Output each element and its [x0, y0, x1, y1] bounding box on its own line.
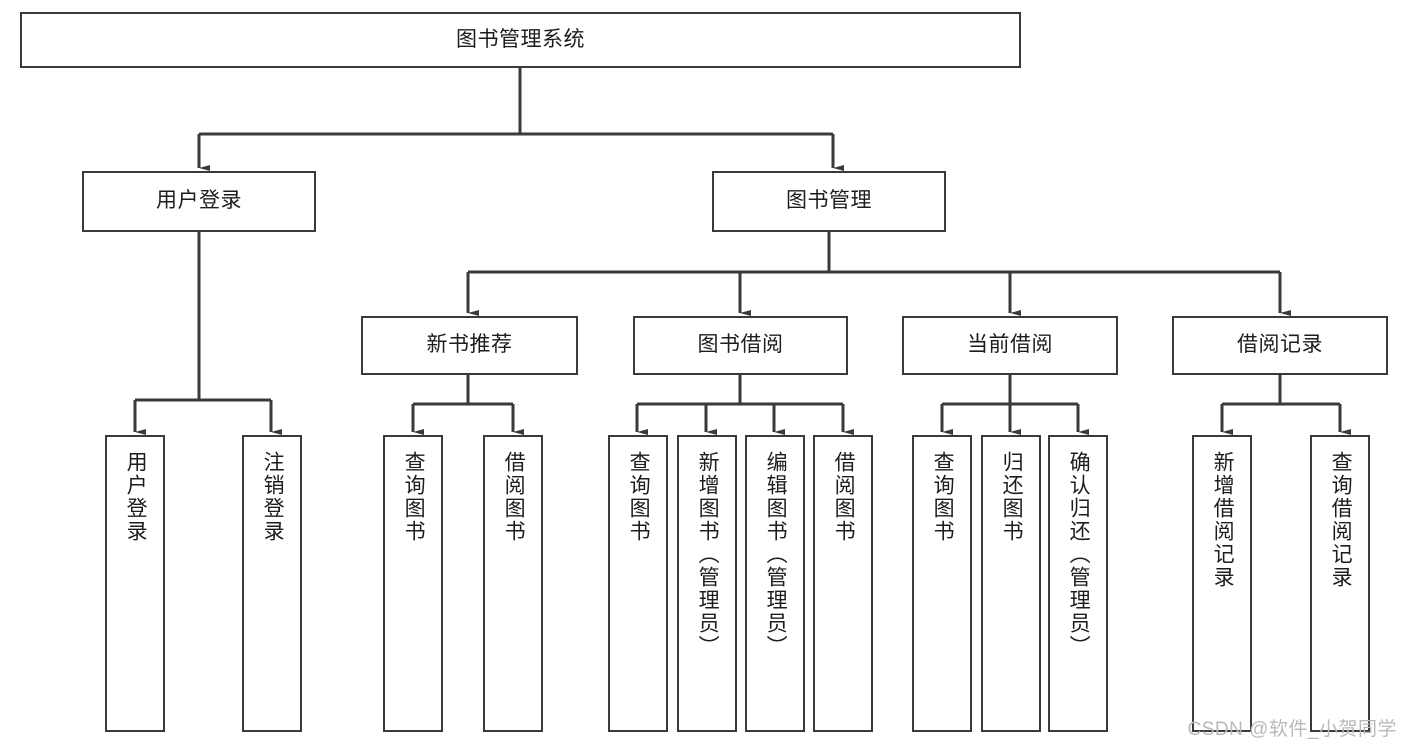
leaf-return-book[interactable]: 归还图书: [981, 435, 1041, 732]
node-label: 借阅图书: [832, 451, 856, 543]
node-label: 编辑图书（管理员）: [764, 451, 788, 658]
node-label: 新书推荐: [426, 333, 513, 357]
leaf-borrow-book[interactable]: 借阅图书: [813, 435, 873, 732]
leaf-query-borrow-record[interactable]: 查询借阅记录: [1310, 435, 1370, 732]
node-label: 用户登录: [124, 451, 148, 543]
leaf-confirm-return-admin[interactable]: 确认归还（管理员）: [1048, 435, 1108, 732]
node-label: 图书管理: [786, 189, 872, 213]
leaf-logout[interactable]: 注销登录: [242, 435, 302, 732]
node-label: 新增借阅记录: [1211, 451, 1235, 589]
node-label: 用户登录: [156, 189, 242, 213]
node-label: 查询借阅记录: [1329, 451, 1353, 589]
leaf-add-borrow-record[interactable]: 新增借阅记录: [1192, 435, 1252, 732]
watermark: CSDN @软件_小贺同学: [1187, 719, 1397, 740]
leaf-query-book-new[interactable]: 查询图书: [383, 435, 443, 732]
leaf-user-login[interactable]: 用户登录: [105, 435, 165, 732]
node-label: 借阅记录: [1237, 333, 1323, 357]
node-book-management[interactable]: 图书管理: [712, 171, 946, 232]
leaf-borrow-book-new[interactable]: 借阅图书: [483, 435, 543, 732]
node-label: 注销登录: [261, 451, 285, 543]
node-label: 查询图书: [627, 451, 651, 543]
node-current-borrow[interactable]: 当前借阅: [902, 316, 1118, 375]
node-new-book-recommend[interactable]: 新书推荐: [361, 316, 578, 375]
leaf-edit-book-admin[interactable]: 编辑图书（管理员）: [745, 435, 805, 732]
node-label: 查询图书: [931, 451, 955, 543]
node-label: 新增图书（管理员）: [696, 451, 720, 658]
node-book-borrow[interactable]: 图书借阅: [633, 316, 848, 375]
node-borrow-records[interactable]: 借阅记录: [1172, 316, 1388, 375]
node-label: 图书借阅: [697, 333, 784, 357]
node-label: 查询图书: [402, 451, 426, 543]
node-label: 借阅图书: [502, 451, 526, 543]
leaf-add-book-admin[interactable]: 新增图书（管理员）: [677, 435, 737, 732]
node-user-login[interactable]: 用户登录: [82, 171, 316, 232]
leaf-query-book-current[interactable]: 查询图书: [912, 435, 972, 732]
node-label: 图书管理系统: [456, 27, 585, 51]
leaf-query-book-borrow[interactable]: 查询图书: [608, 435, 668, 732]
node-label: 确认归还（管理员）: [1067, 451, 1091, 658]
node-label: 当前借阅: [967, 333, 1053, 357]
node-label: 归还图书: [1000, 451, 1024, 543]
node-root[interactable]: 图书管理系统: [20, 12, 1021, 68]
